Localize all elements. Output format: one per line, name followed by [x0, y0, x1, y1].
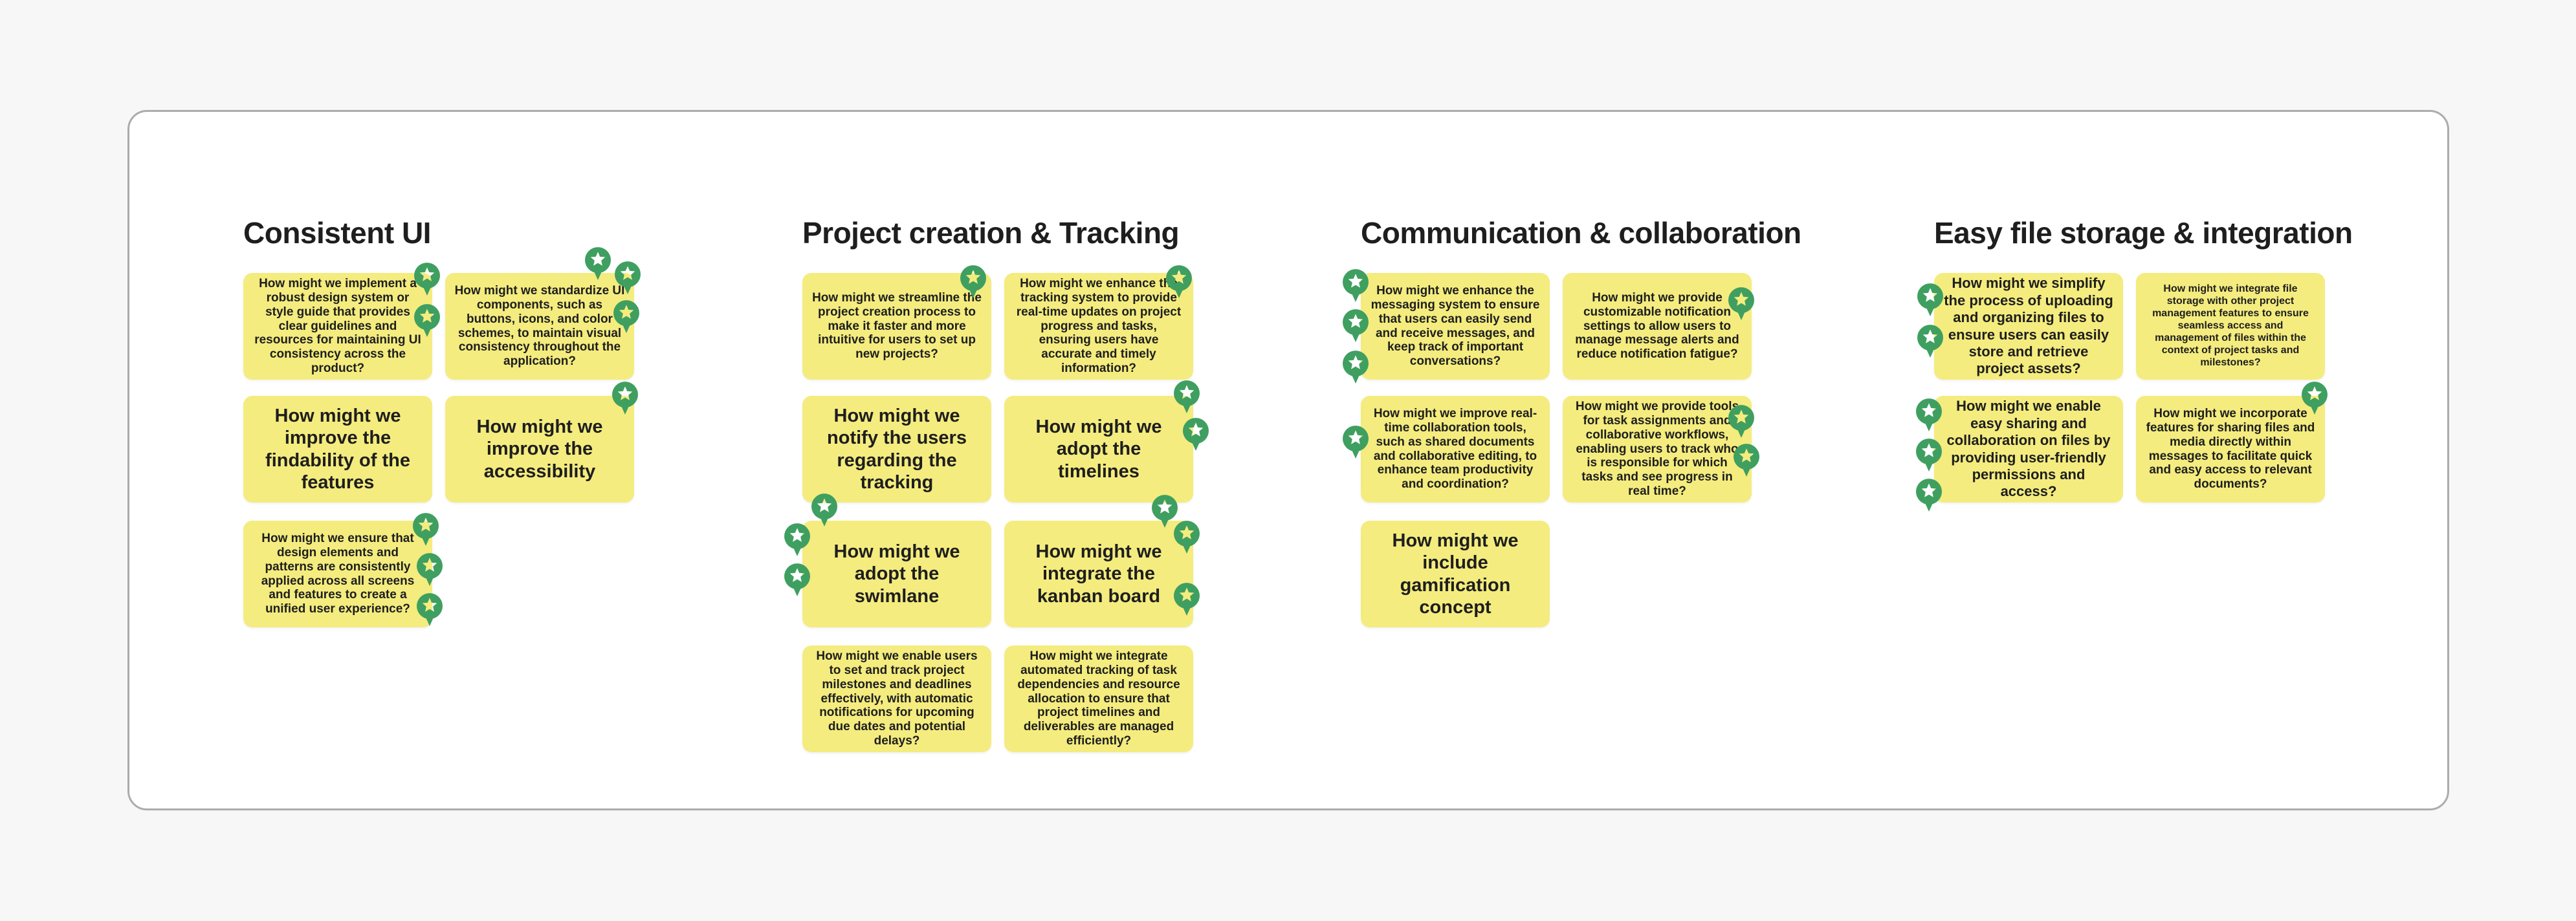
board-frame[interactable]: Consistent UI How might we implement a ro…	[127, 110, 2449, 810]
sticky-note[interactable]: How might we provide tools for task assi…	[1563, 396, 1759, 503]
star-vote-stamp-icon[interactable]	[414, 263, 440, 296]
star-vote-stamp-icon[interactable]	[1916, 479, 1942, 512]
sticky-note-text: How might we implement a robust design s…	[254, 277, 421, 376]
sticky-note[interactable]: How might we provide customizable notifi…	[1563, 273, 1754, 380]
sticky-note-text: How might we improve the accessibility	[476, 417, 603, 482]
star-vote-stamp-icon[interactable]	[613, 300, 639, 334]
star-vote-stamp-icon[interactable]	[413, 513, 439, 547]
section-title[interactable]: Consistent UI	[243, 216, 431, 250]
sticky-note[interactable]: How might we adopt the timelines	[1004, 380, 1209, 503]
star-vote-stamp-icon[interactable]	[417, 553, 443, 587]
section-title[interactable]: Communication & collaboration	[1361, 216, 1801, 250]
star-vote-stamp-icon[interactable]	[612, 382, 638, 415]
section-title[interactable]: Project creation & Tracking	[802, 216, 1180, 250]
star-vote-stamp-icon[interactable]	[1734, 444, 1759, 477]
star-vote-stamp-icon[interactable]	[1343, 351, 1369, 384]
star-vote-stamp-icon[interactable]	[1152, 495, 1178, 528]
sticky-note[interactable]: How might we enhance the messaging syste…	[1343, 269, 1550, 384]
sticky-note-text: How might we notify the users regarding …	[827, 406, 967, 493]
sticky-note[interactable]: How might we include gamification concep…	[1361, 521, 1550, 627]
sticky-note-text: How might we ensure that design elements…	[261, 531, 415, 616]
star-vote-stamp-icon[interactable]	[784, 563, 810, 597]
sticky-note[interactable]: How might we improve the findability of …	[243, 396, 432, 503]
sticky-note[interactable]: How might we integrate automated trackin…	[1004, 645, 1193, 752]
star-vote-stamp-icon[interactable]	[615, 261, 641, 295]
star-vote-stamp-icon[interactable]	[811, 493, 837, 527]
sticky-note[interactable]: How might we ensure that design elements…	[243, 513, 443, 627]
sticky-note[interactable]: How might we enhance the tracking system…	[1004, 265, 1193, 380]
star-vote-stamp-icon[interactable]	[585, 247, 611, 281]
sticky-note-text: How might we enhance the messaging syste…	[1371, 283, 1540, 369]
star-vote-stamp-icon[interactable]	[1174, 583, 1200, 616]
star-vote-stamp-icon[interactable]	[1916, 398, 1942, 432]
sticky-note[interactable]: How might we integrate the kanban board	[1004, 495, 1200, 627]
sticky-note[interactable]: How might we integrate file storage with…	[2136, 273, 2325, 380]
star-vote-stamp-icon[interactable]	[2302, 382, 2328, 415]
sticky-note[interactable]: How might we simplify the process of upl…	[1917, 273, 2123, 380]
star-vote-stamp-icon[interactable]	[1174, 380, 1200, 414]
sticky-note[interactable]: How might we enable easy sharing and col…	[1916, 396, 2123, 512]
sticky-note-text: How might we integrate automated trackin…	[1017, 649, 1180, 748]
star-vote-stamp-icon[interactable]	[1916, 439, 1942, 472]
star-vote-stamp-icon[interactable]	[784, 523, 810, 557]
sticky-note-text: How might we include gamification concep…	[1392, 530, 1519, 618]
sticky-note-text: How might we adopt the timelines	[1035, 417, 1162, 482]
sticky-note[interactable]: How might we adopt the swimlane	[784, 493, 991, 627]
sticky-note-text: How might we integrate file storage with…	[2152, 283, 2309, 368]
section-title[interactable]: Easy file storage & integration	[1934, 216, 2353, 250]
sticky-note[interactable]: How might we notify the users regarding …	[802, 396, 991, 503]
sticky-note-text: How might we enhance the tracking system…	[1016, 277, 1182, 376]
star-vote-stamp-icon[interactable]	[960, 265, 986, 299]
sticky-note-text: How might we improve real-time collabora…	[1373, 406, 1537, 492]
sticky-note[interactable]: How might we enable users to set and tra…	[802, 645, 991, 752]
star-vote-stamp-icon[interactable]	[1343, 269, 1369, 303]
star-vote-stamp-icon[interactable]	[1343, 426, 1369, 459]
sticky-note-text: How might we enable easy sharing and col…	[1946, 398, 2111, 500]
star-vote-stamp-icon[interactable]	[1174, 521, 1200, 554]
star-vote-stamp-icon[interactable]	[1166, 265, 1192, 299]
sticky-note[interactable]: How might we improve real-time collabora…	[1343, 396, 1550, 503]
sticky-note-text: How might we improve the findability of …	[265, 406, 410, 493]
sticky-note-text: How might we integrate the kanban board	[1035, 541, 1162, 607]
sticky-note-text: How might we enable users to set and tra…	[816, 649, 978, 748]
sticky-note-text: How might we adopt the swimlane	[833, 541, 960, 607]
star-vote-stamp-icon[interactable]	[1917, 325, 1943, 358]
sticky-note-text: How might we provide tools for task assi…	[1575, 400, 1739, 499]
sticky-note-text: How might we simplify the process of upl…	[1944, 275, 2113, 377]
star-vote-stamp-icon[interactable]	[1917, 283, 1943, 317]
sticky-note-text: How might we streamline the project crea…	[812, 290, 982, 362]
sticky-note-text: How might we incorporate features for sh…	[2146, 406, 2315, 492]
sticky-note[interactable]: How might we improve the accessibility	[445, 382, 638, 503]
star-vote-stamp-icon[interactable]	[1728, 287, 1754, 321]
sticky-note[interactable]: How might we streamline the project crea…	[802, 265, 991, 380]
star-vote-stamp-icon[interactable]	[1183, 418, 1209, 451]
sticky-note[interactable]: How might we implement a robust design s…	[243, 263, 440, 380]
star-vote-stamp-icon[interactable]	[1343, 309, 1369, 343]
star-vote-stamp-icon[interactable]	[417, 593, 443, 627]
sticky-note-text: How might we provide customizable notifi…	[1575, 290, 1739, 362]
star-vote-stamp-icon[interactable]	[414, 304, 440, 338]
star-vote-stamp-icon[interactable]	[1728, 405, 1754, 439]
sticky-note[interactable]: How might we incorporate features for sh…	[2136, 382, 2328, 503]
sticky-note[interactable]: How might we standardize UI components, …	[445, 247, 641, 380]
sticky-note-text: How might we standardize UI components, …	[454, 283, 625, 369]
